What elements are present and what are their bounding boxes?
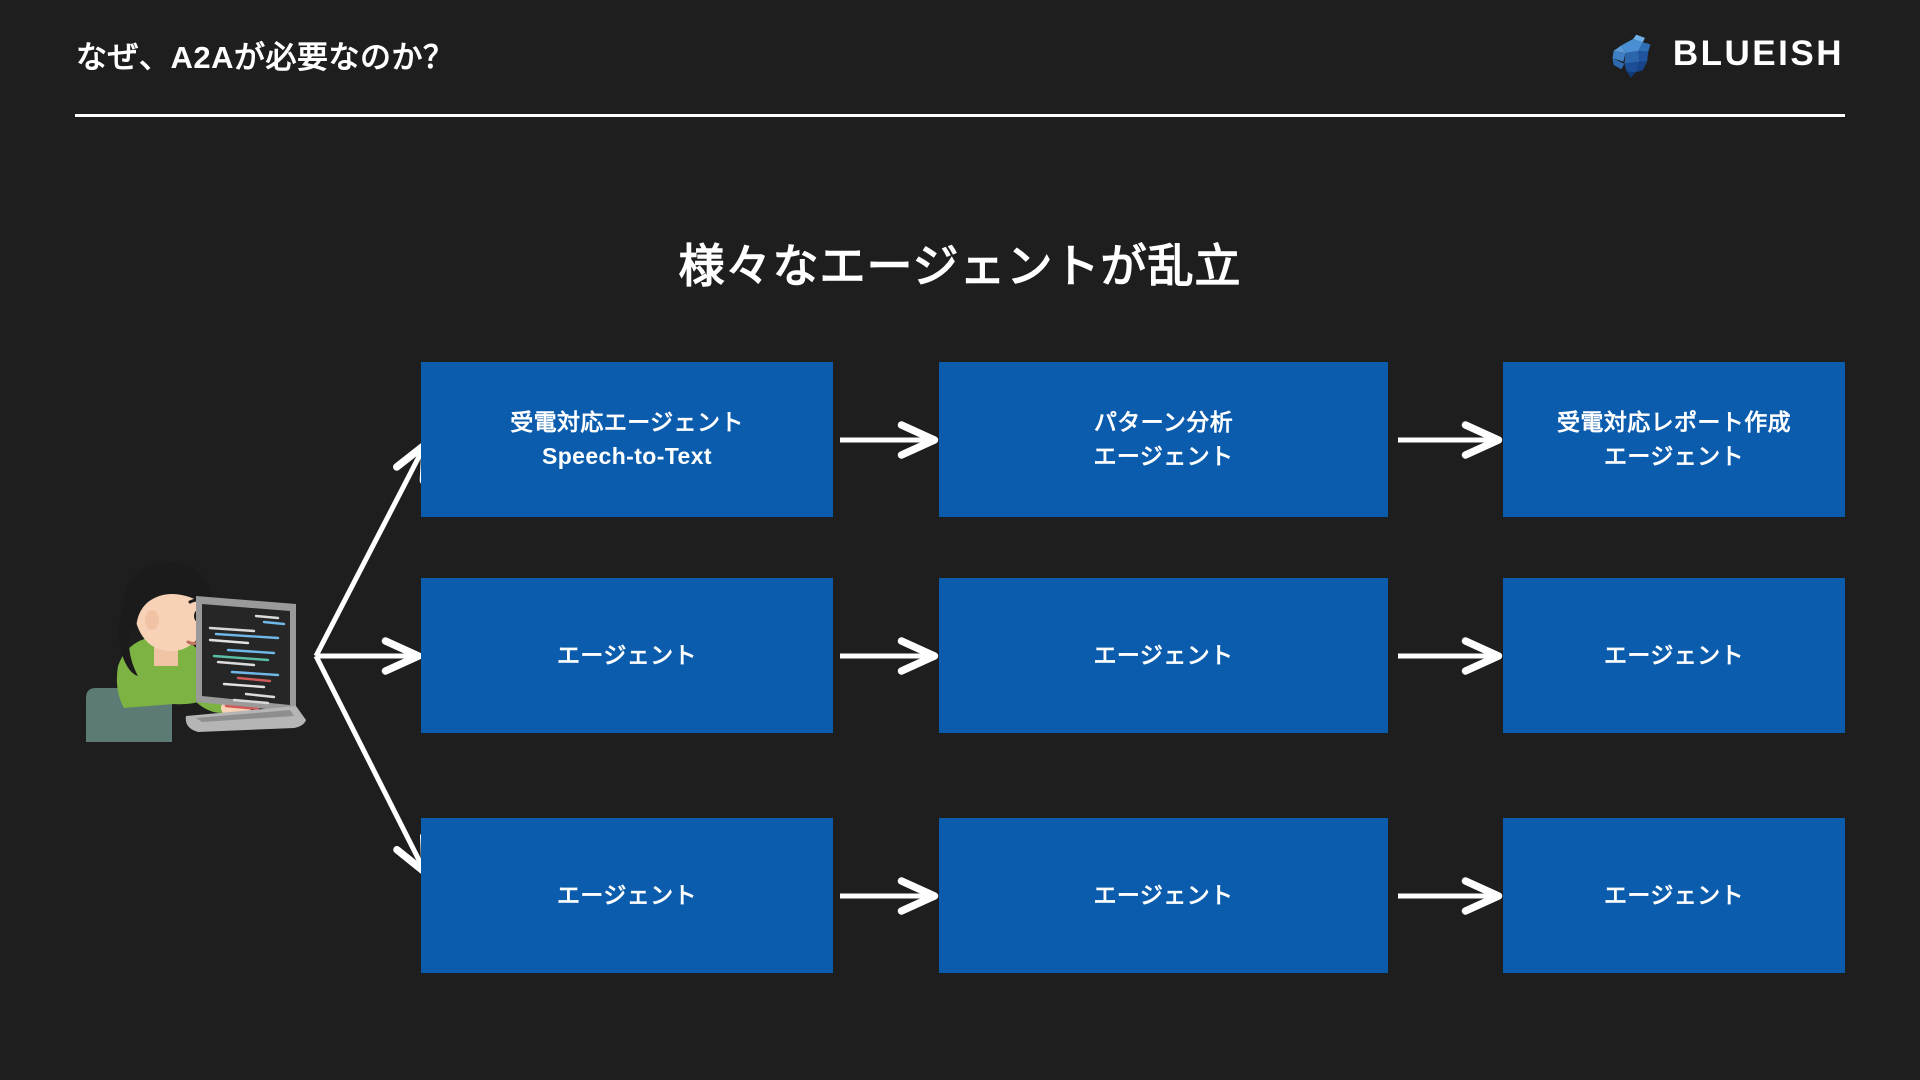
agent-box-r1c1[interactable]: エージェント xyxy=(939,578,1388,733)
agent-box-r2c0[interactable]: エージェント xyxy=(421,818,833,973)
agent-box-label: 受電対応レポート作成 エージェント xyxy=(1557,406,1791,473)
agent-box-r0c2[interactable]: 受電対応レポート作成 エージェント xyxy=(1503,362,1845,517)
agent-box-label: エージェント xyxy=(1604,639,1744,672)
agent-box-line: エージェント xyxy=(557,881,697,908)
agent-box-r1c0[interactable]: エージェント xyxy=(421,578,833,733)
agent-box-label: 受電対応エージェント Speech-to-Text xyxy=(510,406,744,473)
brand-name: BLUEISH xyxy=(1672,33,1844,73)
agent-box-line: エージェント xyxy=(1604,641,1744,668)
agent-box-label: パターン分析 エージェント xyxy=(1094,406,1234,473)
agent-box-label: エージェント xyxy=(1094,879,1234,912)
agent-box-line: エージェント xyxy=(1604,442,1744,469)
agent-box-r1c2[interactable]: エージェント xyxy=(1503,578,1845,733)
agent-box-label: エージェント xyxy=(1604,879,1744,912)
agent-box-label: エージェント xyxy=(557,879,697,912)
agent-box-r0c1[interactable]: パターン分析 エージェント xyxy=(939,362,1388,517)
agent-box-r0c0[interactable]: 受電対応エージェント Speech-to-Text xyxy=(421,362,833,517)
arrow-user-to-row0 xyxy=(313,440,429,658)
agent-box-line: パターン分析 xyxy=(1093,409,1234,436)
agent-box-line: 受電対応エージェント xyxy=(510,409,744,436)
slide-header: なぜ、A2Aが必要なのか？ BLUEISH xyxy=(0,0,1920,120)
arrow-user-to-row2 xyxy=(313,654,429,877)
brand-logo: BLUEISH xyxy=(1605,26,1844,80)
agent-box-line: エージェント xyxy=(1093,881,1234,908)
agent-box-line: エージェント xyxy=(1093,442,1234,469)
blueish-crystal-logo-icon xyxy=(1612,34,1651,78)
agent-box-label: エージェント xyxy=(557,639,697,672)
agent-box-label: エージェント xyxy=(1094,639,1234,672)
agent-box-line: 受電対応レポート作成 xyxy=(1557,409,1791,436)
agent-box-r2c1[interactable]: エージェント xyxy=(939,818,1388,973)
agent-box-line: Speech-to-Text xyxy=(541,442,712,469)
agent-box-line: エージェント xyxy=(557,641,697,668)
agent-box-line: エージェント xyxy=(1093,641,1234,668)
agent-box-r2c2[interactable]: エージェント xyxy=(1503,818,1845,973)
page-title: なぜ、A2Aが必要なのか？ xyxy=(76,40,455,75)
person-typing-on-laptop-icon xyxy=(86,562,306,742)
section-heading: 様々なエージェントが乱立 xyxy=(678,240,1242,292)
agent-box-line: エージェント xyxy=(1604,881,1744,908)
header-divider xyxy=(75,114,1845,117)
